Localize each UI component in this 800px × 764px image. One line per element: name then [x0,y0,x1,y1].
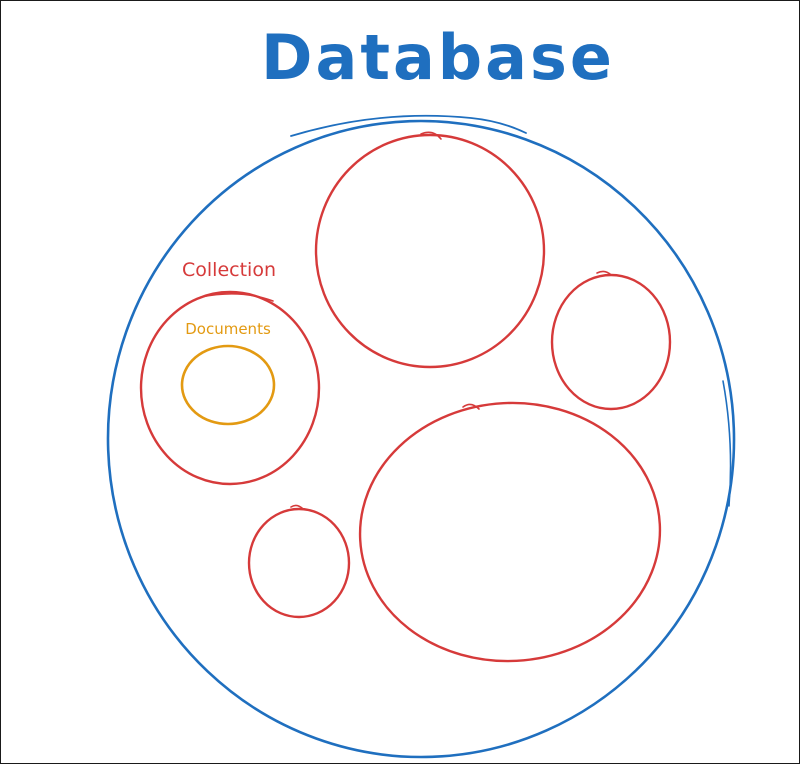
collection-circle [139,290,321,486]
collection-circle-right [550,270,672,411]
collection-label: Collection [182,259,276,281]
database-circle [106,114,736,759]
database-title: Database [261,21,615,94]
documents-label: Documents [185,320,271,338]
collection-circle-top [314,131,546,369]
document-circle [180,344,276,426]
collection-circle-bottom-large [358,401,662,663]
collection-circle-bottom-small [247,504,351,619]
